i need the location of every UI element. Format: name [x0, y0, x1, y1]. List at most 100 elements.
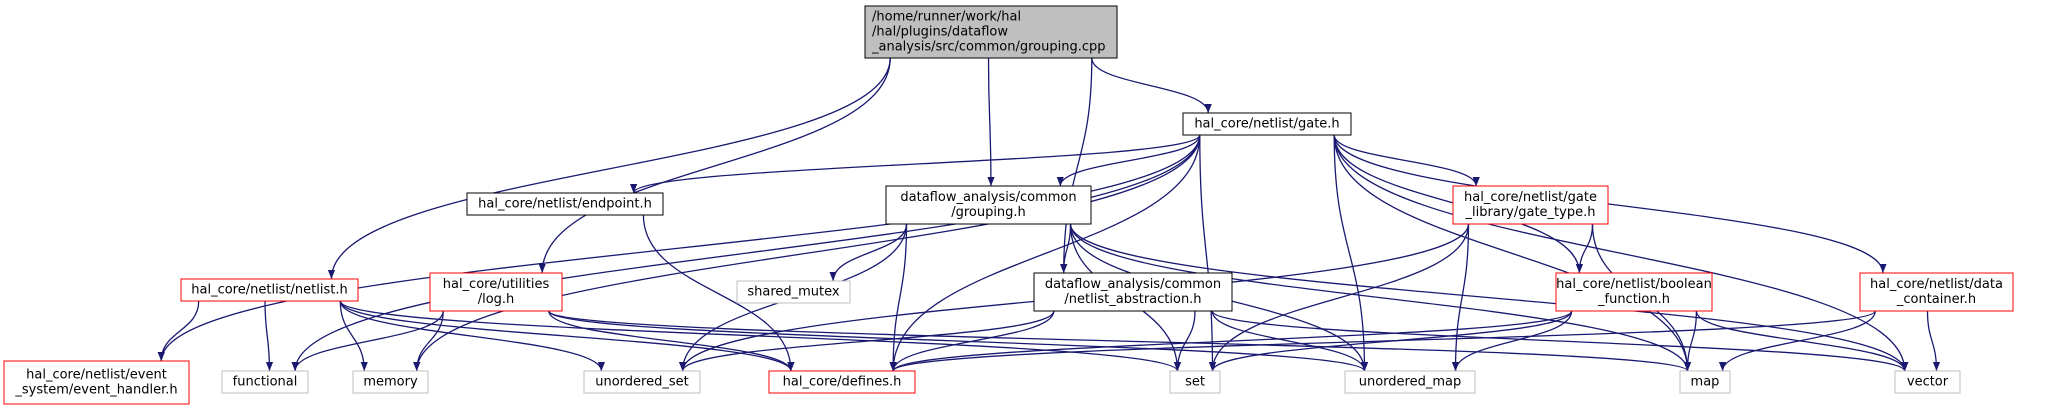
- edge-root-to-log: [538, 57, 891, 274]
- node-label-line: set: [1185, 375, 1205, 390]
- node-box: [466, 192, 664, 216]
- node-label-line: shared_mutex: [747, 285, 840, 300]
- node-label-line: functional: [233, 375, 298, 390]
- node-map[interactable]: map: [1679, 370, 1731, 394]
- node-set[interactable]: set: [1169, 370, 1221, 394]
- edge-gate-to-functional: [291, 134, 1201, 372]
- node-unordered-map[interactable]: unordered_map: [1344, 370, 1476, 394]
- node-defines[interactable]: hal_core/defines.h: [768, 370, 916, 394]
- node-label-line: hal_core/netlist/endpoint.h: [478, 197, 652, 212]
- edge-gate-to-vector: [1333, 134, 1909, 372]
- nodes-layer: /home/runner/work/hal/hal/plugins/datafl…: [3, 5, 2014, 405]
- edge-gate-to-data_container: [1333, 134, 1887, 274]
- node-label-line: map: [1691, 375, 1720, 390]
- node-boolean-fn[interactable]: hal_core/netlist/boolean_function.h: [1555, 272, 1713, 312]
- edge-gate_type-to-set: [1208, 223, 1470, 372]
- edge-netlist_abs-to-set: [1173, 310, 1196, 372]
- node-label-line: hal_core/defines.h: [783, 375, 902, 390]
- node-endpoint[interactable]: hal_core/netlist/endpoint.h: [466, 192, 664, 216]
- node-root[interactable]: /home/runner/work/hal/hal/plugins/datafl…: [864, 5, 1118, 59]
- edge-data_container-to-map: [1718, 310, 1876, 372]
- node-box: [1452, 185, 1609, 225]
- edge-log-to-functional: [291, 310, 444, 372]
- edge-netlist-to-memory: [339, 300, 368, 372]
- node-label-line: /home/runner/work/hal: [872, 10, 1021, 25]
- node-box: [3, 360, 190, 405]
- edge-gate-to-memory: [413, 134, 1201, 372]
- node-box: [864, 5, 1118, 59]
- node-box: [885, 185, 1092, 225]
- edge-gate-to-defines: [889, 134, 1201, 372]
- edge-grouping_h-to-defines: [889, 223, 908, 372]
- node-label-line: /hal/plugins/dataflow: [872, 25, 1008, 40]
- node-data-container[interactable]: hal_core/netlist/data_container.h: [1859, 272, 2014, 312]
- node-netlist[interactable]: hal_core/netlist/netlist.h: [180, 278, 359, 302]
- edge-data_container-to-defines: [889, 310, 1876, 372]
- node-log[interactable]: hal_core/utilities/log.h: [429, 272, 563, 312]
- edge-boolean_fn-to-map: [1683, 310, 1698, 372]
- edge-netlist-to-defines: [339, 300, 795, 372]
- edge-root-to-gate: [1091, 57, 1212, 114]
- node-label-line: _library/gate_type.h: [1465, 205, 1596, 220]
- node-functional[interactable]: functional: [221, 370, 309, 394]
- node-shared-mutex[interactable]: shared_mutex: [736, 280, 851, 304]
- node-label-line: unordered_set: [595, 375, 688, 390]
- node-label-line: /log.h: [478, 292, 515, 307]
- edge-gate-to-event_handler: [157, 134, 1201, 362]
- edge-netlist_abs-to-unordered_set: [679, 310, 1055, 372]
- edge-grouping_h-to-shared_mutex: [829, 223, 908, 282]
- node-unordered-set[interactable]: unordered_set: [583, 370, 701, 394]
- node-label-line: hal_core/netlist/event: [26, 368, 167, 383]
- node-box: [1894, 370, 1961, 394]
- node-event-handler[interactable]: hal_core/netlist/event_system/event_hand…: [3, 360, 190, 405]
- edge-log-to-unordered_map: [548, 310, 1368, 372]
- edge-gate_type-to-boolean_fn: [1575, 223, 1594, 274]
- edge-root-to-netlist_abs: [1060, 57, 1093, 274]
- edge-netlist_abs-to-vector: [1211, 310, 1909, 372]
- node-label-line: vector: [1907, 375, 1949, 390]
- node-netlist-abs[interactable]: dataflow_analysis/common/netlist_abstrac…: [1033, 272, 1233, 312]
- edge-netlist_abs-to-unordered_map: [1211, 310, 1369, 372]
- edge-gate-to-map: [1333, 134, 1692, 372]
- edge-log-to-defines: [548, 310, 795, 372]
- node-label-line: hal_core/netlist/data: [1870, 277, 2003, 292]
- node-box: [768, 370, 916, 394]
- node-box: [1033, 272, 1233, 312]
- edge-netlist-to-event_handler: [157, 300, 200, 362]
- edge-root-to-grouping_h: [987, 57, 995, 187]
- edge-grouping_h-to-vector: [1069, 223, 1909, 372]
- edge-data_container-to-vector: [1926, 310, 1941, 372]
- node-box: [1555, 272, 1713, 312]
- node-label-line: memory: [363, 375, 418, 390]
- node-label-line: unordered_map: [1359, 375, 1462, 390]
- edge-netlist-to-functional: [264, 300, 274, 372]
- node-label-line: dataflow_analysis/common: [1045, 277, 1221, 292]
- node-grouping-h[interactable]: dataflow_analysis/common/grouping.h: [885, 185, 1092, 225]
- node-vector[interactable]: vector: [1894, 370, 1961, 394]
- node-box: [352, 370, 429, 394]
- edge-gate-to-set: [1199, 134, 1217, 372]
- edge-log-to-map: [548, 310, 1691, 372]
- node-label-line: hal_core/utilities: [443, 277, 550, 292]
- edge-log-to-memory: [413, 310, 444, 372]
- edge-gate-to-grouping_h: [1056, 134, 1201, 187]
- node-box: [180, 278, 359, 302]
- node-label-line: /grouping.h: [951, 205, 1026, 220]
- node-label-line: hal_core/netlist/boolean: [1556, 277, 1712, 292]
- edge-root-to-netlist: [327, 57, 891, 280]
- node-label-line: _system/event_handler.h: [14, 383, 177, 398]
- node-box: [1169, 370, 1221, 394]
- node-label-line: _analysis/src/common/grouping.cpp: [871, 40, 1106, 55]
- node-label-line: hal_core/netlist/gate.h: [1194, 117, 1339, 132]
- node-label-line: dataflow_analysis/common: [900, 190, 1076, 205]
- node-gate[interactable]: hal_core/netlist/gate.h: [1182, 112, 1352, 136]
- edge-gate_type-to-unordered_map: [1451, 223, 1470, 372]
- edge-gate-to-endpoint: [630, 134, 1201, 194]
- node-box: [1679, 370, 1731, 394]
- node-box: [736, 280, 851, 304]
- node-gate-type[interactable]: hal_core/netlist/gate_library/gate_type.…: [1452, 185, 1609, 225]
- node-memory[interactable]: memory: [352, 370, 429, 394]
- node-box: [221, 370, 309, 394]
- node-box: [1344, 370, 1476, 394]
